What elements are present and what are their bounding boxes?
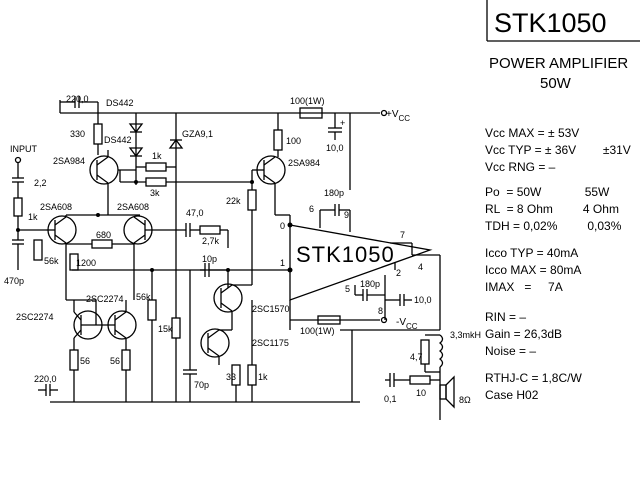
svg-text:8Ω: 8Ω: [459, 395, 471, 405]
specs-block: Vcc MAX = ± 53V Vcc TYP = ± 36V ±31V Vcc…: [485, 126, 631, 402]
spec-line: Noise = –: [485, 344, 536, 358]
svg-text:22k: 22k: [226, 196, 241, 206]
svg-text:0: 0: [280, 221, 285, 231]
svg-text:33: 33: [226, 372, 236, 382]
vas-bias: 56k 15k 70p 10p: [136, 254, 228, 402]
chip-label: STK1050: [296, 242, 395, 267]
spec-line: Po = 50W 55W: [485, 185, 610, 199]
svg-text:100: 100: [286, 136, 301, 146]
svg-text:6: 6: [309, 204, 314, 214]
spec-line: RL = 8 Ohm 4 Ohm: [485, 202, 619, 216]
svg-text:2SC1175: 2SC1175: [252, 338, 289, 348]
vcc-neg-terminal: [380, 316, 388, 324]
svg-text:DS442: DS442: [104, 135, 132, 145]
svg-text:220,0: 220,0: [34, 374, 57, 384]
svg-text:1k: 1k: [152, 151, 162, 161]
spec-line: Icco MAX = 80mA: [485, 263, 581, 277]
svg-text:10,0: 10,0: [326, 143, 344, 153]
svg-text:2,2: 2,2: [34, 178, 47, 188]
input-section: INPUT 2,2 1k 470p 56k: [4, 144, 59, 286]
output-network: 3,3mkH 4,7 8Ω 0,1 10: [384, 330, 481, 420]
svg-text:47,0: 47,0: [186, 208, 204, 218]
svg-text:56: 56: [80, 356, 90, 366]
svg-text:5: 5: [345, 284, 350, 294]
current-mirror-2sc2274: 2SC2274 2SC2274 56 56 220,0: [16, 294, 360, 403]
svg-text:GZA9,1: GZA9,1: [182, 129, 213, 139]
svg-text:2SC2274: 2SC2274: [16, 312, 54, 322]
subtitle-line1: POWER AMPLIFIER: [489, 55, 628, 72]
svg-text:1k: 1k: [28, 212, 38, 222]
svg-text:2,7k: 2,7k: [202, 236, 220, 246]
svg-text:7: 7: [400, 230, 405, 240]
spec-line: RTHJ-C = 1,8C/W: [485, 371, 582, 385]
spec-line: Gain = 26,3dB: [485, 327, 562, 341]
svg-text:56: 56: [110, 356, 120, 366]
negative-rail: -VCC 100(1W): [289, 300, 440, 402]
svg-text:9: 9: [344, 210, 349, 220]
svg-text:15k: 15k: [158, 324, 173, 334]
svg-text:1: 1: [280, 258, 285, 268]
svg-text:330: 330: [70, 129, 85, 139]
svg-text:+: +: [340, 118, 345, 128]
svg-text:1k: 1k: [258, 372, 268, 382]
input-terminal: [14, 156, 22, 164]
svg-text:180p: 180p: [324, 188, 344, 198]
title-box: STK1050: [486, 0, 640, 42]
svg-text:2SC1570: 2SC1570: [252, 304, 290, 314]
spec-line: Vcc RNG = –: [485, 160, 556, 174]
svg-text:100(1W): 100(1W): [300, 326, 335, 336]
svg-text:220,0: 220,0: [66, 94, 89, 104]
title: STK1050: [494, 8, 607, 38]
transistor-2sa984-left: 2SA984: [53, 150, 136, 215]
svg-text:56k: 56k: [44, 256, 59, 266]
svg-text:DS442: DS442: [106, 98, 134, 108]
svg-text:180p: 180p: [360, 279, 380, 289]
svg-text:4,7: 4,7: [410, 352, 423, 362]
svg-text:3k: 3k: [150, 188, 160, 198]
svg-text:470p: 470p: [4, 276, 24, 286]
spec-line: Vcc MAX = ± 53V: [485, 126, 579, 140]
spec-line: Case H02: [485, 388, 539, 402]
r-100-1w-top-label: 100(1W): [290, 96, 325, 106]
stk1050-chip: STK1050 0 1 180p 6 9 7 4 2 180p 5: [280, 113, 441, 330]
vcc-pos-terminal: [380, 109, 388, 117]
svg-text:10p: 10p: [202, 254, 217, 264]
positive-rail: 100(1W) +VCC + 10,0: [60, 96, 410, 153]
svg-text:2SA608: 2SA608: [40, 202, 72, 212]
spec-line: IMAX = 7A: [485, 280, 563, 294]
svg-text:10: 10: [416, 388, 426, 398]
spec-line: Icco TYP = 40mA: [485, 246, 578, 260]
input-label: INPUT: [10, 144, 38, 154]
svg-text:70p: 70p: [194, 380, 209, 390]
svg-text:1200: 1200: [76, 258, 96, 268]
vcc-pos-label: +VCC: [386, 109, 410, 123]
svg-text:680: 680: [96, 230, 111, 240]
transistor-2sa984-right: 100 2SA984 22k: [226, 113, 320, 260]
vas-transistors: 2SC1570 2SC1175 33 1k: [200, 260, 290, 402]
svg-text:2SA984: 2SA984: [288, 158, 320, 168]
svg-text:56k: 56k: [136, 292, 151, 302]
spec-line: TDH = 0,02% 0,03%: [485, 219, 622, 233]
vcc-neg-label: -VCC: [396, 317, 418, 331]
diff-pair-2sa608: 2SA608 2SA608 680 1200 47,0 2,7k: [40, 202, 290, 300]
subtitle-line2: 50W: [540, 75, 572, 92]
svg-text:10,0: 10,0: [414, 295, 432, 305]
spec-line: RIN = –: [485, 310, 526, 324]
svg-text:2SA608: 2SA608: [117, 202, 149, 212]
svg-text:0,1: 0,1: [384, 394, 397, 404]
svg-text:2SA984: 2SA984: [53, 156, 85, 166]
svg-text:3,3mkH: 3,3mkH: [450, 330, 481, 340]
svg-text:4: 4: [418, 262, 423, 272]
bias-chain-top: 220,0 330 DS442 DS442 GZA9,1 1k 3k: [59, 94, 252, 318]
svg-text:2: 2: [396, 268, 401, 278]
svg-text:8: 8: [378, 306, 383, 316]
svg-text:2SC2274: 2SC2274: [86, 294, 124, 304]
spec-line: Vcc TYP = ± 36V ±31V: [485, 143, 631, 157]
